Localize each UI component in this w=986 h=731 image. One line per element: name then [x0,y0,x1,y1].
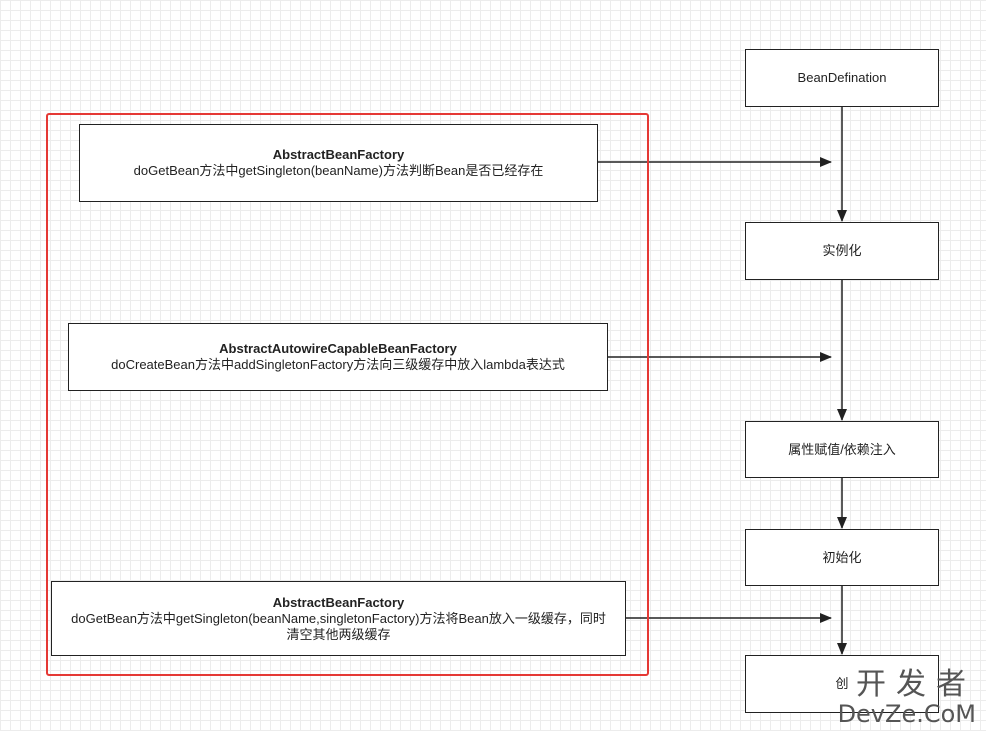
box-title: AbstractBeanFactory [272,594,405,610]
box-description: doGetBean方法中getSingleton(beanName,single… [71,610,606,642]
node-label: 创 [835,676,849,691]
node-bean-defination: BeanDefination [745,49,939,107]
box-getbean-check: AbstractBeanFactory doGetBean方法中getSingl… [79,124,598,202]
highlight-frame [46,113,649,676]
box-title: AbstractBeanFactory [272,147,405,162]
watermark: 开发者 DevZe.CoM [837,667,976,728]
box-description: doCreateBean方法中addSingletonFactory方法向三级缓… [111,357,565,372]
watermark-line2: DevZe.CoM [837,700,976,728]
node-label: 实例化 [822,243,862,258]
box-getsingleton-cache: AbstractBeanFactory doGetBean方法中getSingl… [51,581,626,656]
node-instantiate: 实例化 [745,222,939,280]
node-label: 初始化 [822,549,862,565]
node-create: 创 [745,655,939,713]
node-label: 属性赋值/依赖注入 [788,441,896,457]
node-label: BeanDefination [797,70,887,85]
watermark-line1: 开发者 [856,667,976,702]
node-initialize: 初始化 [745,529,939,586]
box-createbean-cache: AbstractAutowireCapableBeanFactory doCre… [68,323,608,391]
box-description: doGetBean方法中getSingleton(beanName)方法判断Be… [133,163,544,178]
box-title: AbstractAutowireCapableBeanFactory [219,341,457,356]
node-populate: 属性赋值/依赖注入 [745,421,939,478]
